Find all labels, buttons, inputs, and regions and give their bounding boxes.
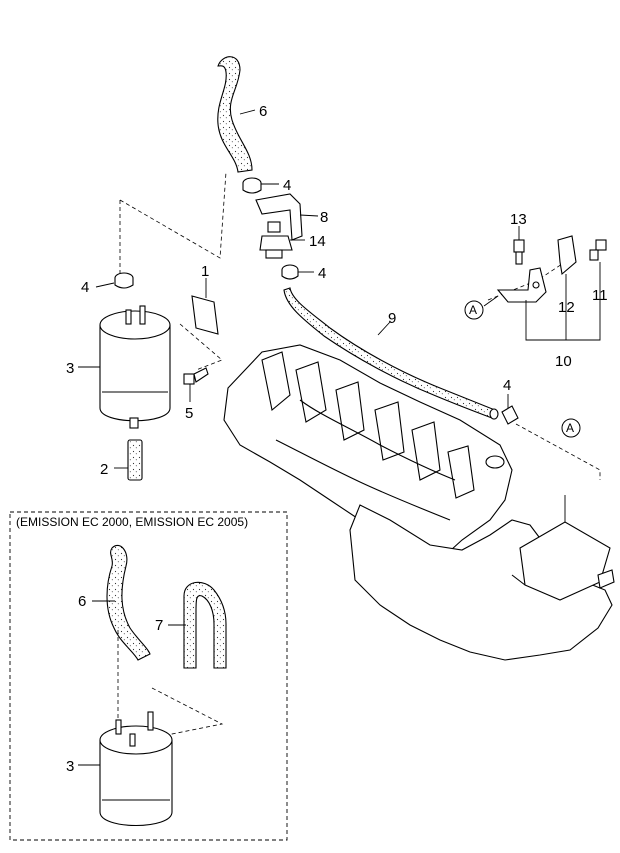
callout-clamp-lower: 4 [318,265,326,282]
bolt [183,367,209,385]
clamp-pipe-end [501,405,519,425]
drain-hose [127,439,143,481]
callout-bracket-assembly: 10 [555,353,572,370]
callout-canister-cap-clamp: 4 [81,279,89,296]
reference-marker-right: A [566,421,574,435]
callout-drain-hose: 2 [100,461,108,478]
intake-manifold [223,344,615,661]
canister [99,305,171,429]
valve [259,221,293,259]
callout-clamp-upper: 4 [283,177,291,194]
hose-variant-7 [183,581,227,669]
variant-box [9,511,288,841]
hose-variant-6 [106,544,151,661]
callout-mount-bracket: 1 [201,263,209,280]
callout-pipe: 9 [388,310,396,327]
bracket-upper [255,193,303,241]
callout-valve: 14 [309,233,326,250]
callout-clamp-pipe-end: 4 [503,377,511,394]
clamp-upper [242,177,262,194]
callout-hose-variant-7: 7 [155,617,163,634]
bolt-11 [589,239,607,261]
callout-bolt-13: 13 [510,211,527,228]
reference-marker-left: A [469,303,477,317]
callout-canister-variant: 3 [66,758,74,775]
canister-cap-clamp [114,272,134,289]
callout-bracket-upper: 8 [320,209,328,226]
bolt-13 [513,239,525,265]
callout-hose-variant-6: 6 [78,593,86,610]
bracket-12 [557,235,577,276]
canister-variant [99,711,173,826]
mount-bracket [191,295,219,335]
variant-box-label: (EMISSION EC 2000, EMISSION EC 2005) [16,515,248,529]
clamp-lower [281,264,299,280]
callout-canister: 3 [66,360,74,377]
bracket-assembly [496,267,547,303]
hose-upper [217,56,253,173]
callout-bolt: 5 [185,405,193,422]
callout-hose-upper: 6 [259,103,267,120]
